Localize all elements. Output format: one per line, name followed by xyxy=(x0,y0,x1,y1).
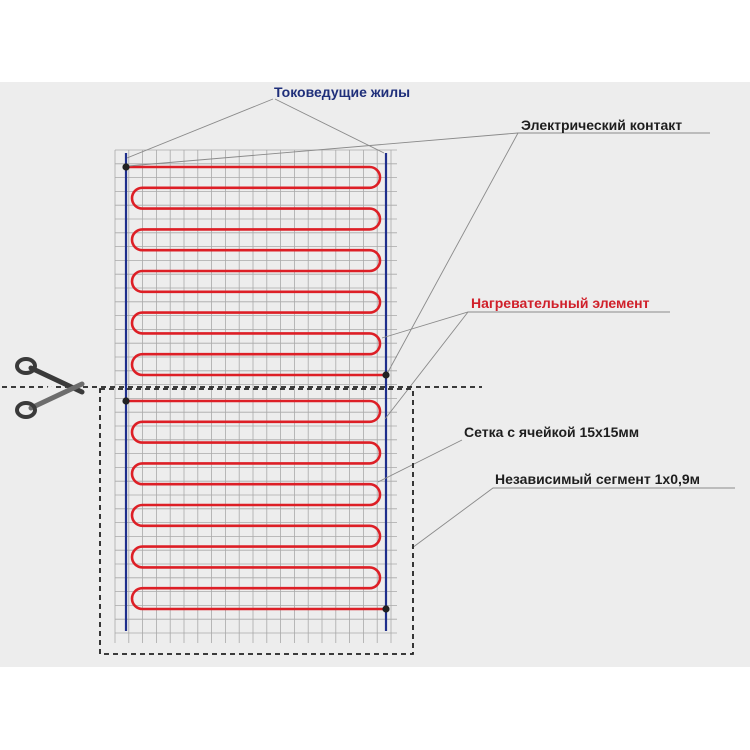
leader-mesh xyxy=(377,439,463,483)
heating-wire-loop xyxy=(126,399,386,611)
segment-outline xyxy=(99,388,414,655)
leader-heating-2 xyxy=(384,311,469,420)
leader-heating xyxy=(381,311,670,339)
heating-element-wire xyxy=(126,165,386,611)
scissors-icon xyxy=(15,357,85,419)
label-electrical-contact: Электрический контакт xyxy=(521,117,683,133)
contact-dot xyxy=(122,163,130,171)
contact-dot xyxy=(382,371,390,379)
current-conductors xyxy=(124,153,388,631)
heating-wire-loop xyxy=(126,165,386,377)
label-mesh: Сетка с ячейкой 15х15мм xyxy=(464,424,640,440)
leader-conductors-right xyxy=(274,98,385,154)
electrical-contacts xyxy=(122,163,390,613)
contact-dot xyxy=(122,397,130,405)
leader-conductors-left xyxy=(126,98,274,159)
mesh-grid xyxy=(114,149,397,643)
cut-lines xyxy=(2,386,482,655)
label-current-conductors: Токоведущие жилы xyxy=(274,84,411,100)
leader-lines xyxy=(126,98,735,549)
leader-contact-left xyxy=(127,132,710,167)
label-heating-element: Нагревательный элемент xyxy=(471,295,650,311)
leader-contact-right xyxy=(387,132,519,373)
contact-dot xyxy=(382,605,390,613)
label-independent-segment: Независимый сегмент 1х0,9м xyxy=(495,471,701,487)
leader-segment xyxy=(411,487,735,549)
